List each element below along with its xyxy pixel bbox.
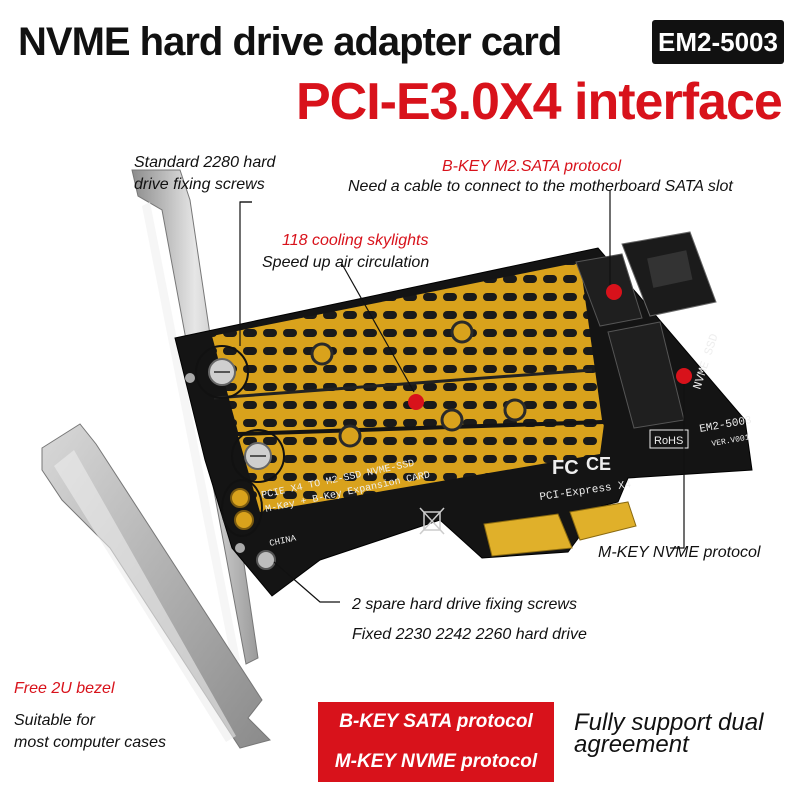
spare-callout-line1: 2 spare hard drive fixing screws: [352, 596, 577, 613]
protocol-badge: B-KEY SATA protocol M-KEY NVME protocol: [318, 702, 554, 782]
screws-callout-line1: Standard 2280 hard: [134, 154, 276, 171]
screws-callout-line2: drive fixing screws: [134, 176, 265, 193]
spare-callout-line2: Fixed 2230 2242 2260 hard drive: [352, 626, 587, 643]
silk-fc: FC: [552, 457, 579, 479]
cooling-callout-title: 118 cooling skylights: [282, 232, 429, 249]
silk-ce: CE: [586, 454, 611, 474]
cooling-marker: [408, 394, 424, 410]
bkey-callout-title: B-KEY M2.SATA protocol: [442, 158, 622, 175]
bezel-callout-line1: Suitable for: [14, 712, 95, 729]
protocol-badge-line1: B-KEY SATA protocol: [339, 711, 533, 732]
pcie-gold-fingers: [483, 501, 637, 557]
dual-support-line1: Fully support dual: [574, 709, 764, 736]
silk-rohs: RoHS: [654, 435, 683, 447]
mkey-callout: M-KEY NVME protocol: [598, 544, 761, 561]
low-profile-bracket: [41, 423, 271, 749]
dual-support-text: Fully support dual agreement: [574, 709, 764, 758]
bezel-callout-line2: most computer cases: [14, 734, 167, 751]
interface-subtitle: PCI-E3.0X4 interface: [296, 73, 783, 131]
bezel-callout-title: Free 2U bezel: [14, 680, 115, 697]
bkey-marker: [606, 284, 622, 300]
full-height-bracket: [131, 169, 259, 665]
model-badge: EM2-5003: [652, 20, 784, 64]
weee-bin-icon: [419, 507, 445, 535]
pcb-board: PCIE X4 TO M2-SSD NVME-SSD M-Key + B-Key…: [174, 231, 753, 597]
mkey-marker: [676, 368, 692, 384]
sata-connector: [621, 231, 717, 317]
cooling-callout-desc: Speed up air circulation: [262, 254, 430, 271]
page-title: NVME hard drive adapter card: [18, 20, 562, 64]
screws: [185, 358, 276, 570]
protocol-badge-line2: M-KEY NVME protocol: [334, 751, 538, 772]
dual-support-line2: agreement: [574, 731, 689, 758]
bkey-callout-desc: Need a cable to connect to the motherboa…: [348, 178, 733, 195]
